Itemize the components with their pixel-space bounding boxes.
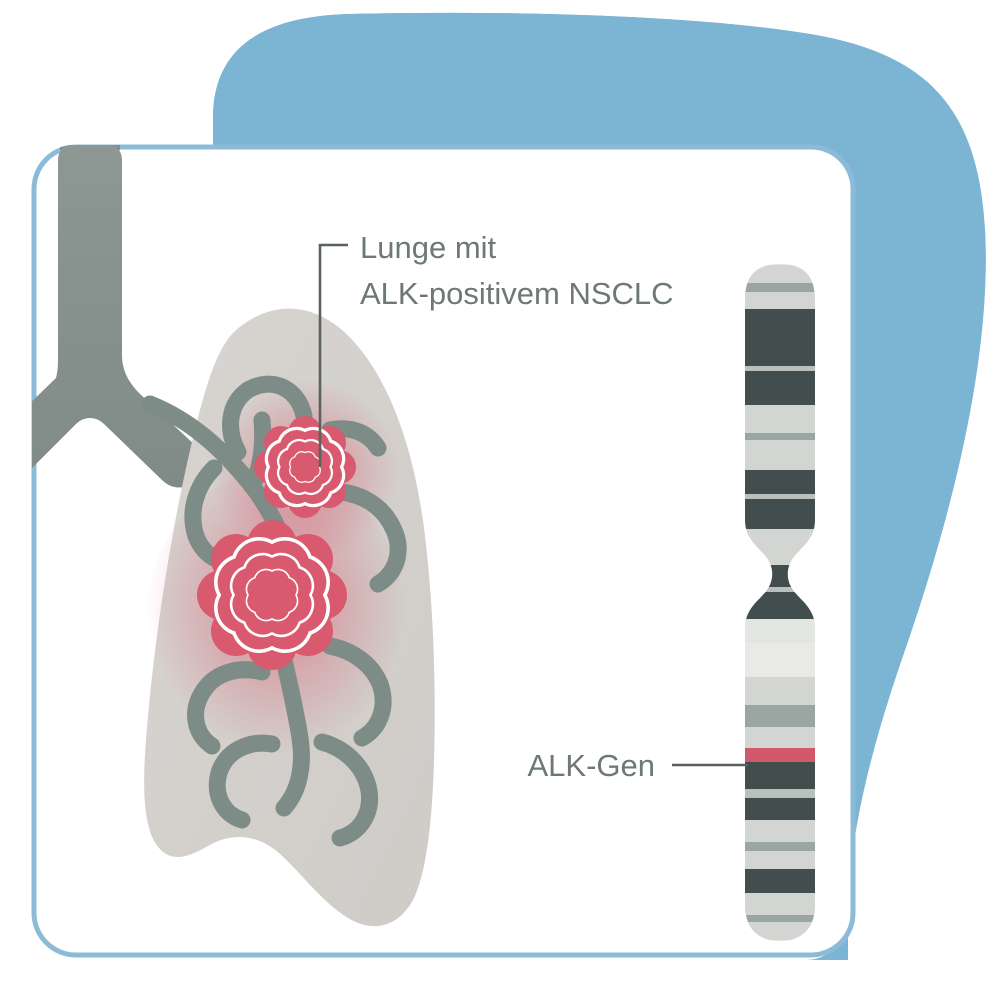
tumor-nodule-upper [254, 416, 356, 518]
chromosome-band [745, 366, 815, 371]
tumor-nodule-lower [197, 520, 347, 670]
chromosome-band [745, 922, 815, 940]
chromosome-band [745, 587, 815, 592]
trachea [32, 145, 204, 488]
chromosome-band [745, 798, 815, 820]
chromosome-bands [745, 264, 815, 941]
label-lung-line2: ALK-positivem NSCLC [360, 276, 674, 311]
label-alk-gene: ALK-Gen [527, 748, 655, 783]
label-lung-line1: Lunge mit [360, 230, 497, 265]
chromosome-band [745, 820, 815, 842]
chromosome-band [745, 371, 815, 405]
leader-line-lung [318, 243, 348, 467]
chromosome-band [745, 759, 815, 789]
chromosome-band [745, 405, 815, 433]
chromosome-band [745, 677, 815, 705]
chromosome-band [745, 440, 815, 470]
chromosome-band [745, 869, 815, 893]
chromosome-band [745, 893, 815, 915]
chromosome-band [745, 499, 815, 529]
leader-lines [318, 243, 748, 767]
chromosome-band [745, 470, 815, 494]
chromosome-band [745, 292, 815, 309]
chromosome-band [745, 494, 815, 499]
chromosome-band [745, 789, 815, 798]
chromosome-band [745, 851, 815, 869]
chromosome-band [745, 433, 815, 440]
chromosome-band [745, 842, 815, 851]
chromosome-band [745, 643, 815, 677]
alk-gene-band [745, 748, 815, 762]
background-blob [213, 12, 986, 960]
chromosome [745, 264, 815, 941]
chromosome-band [745, 619, 815, 643]
chromosome-band [745, 705, 815, 727]
chromosome-band [745, 283, 815, 292]
chromosome-band [745, 309, 815, 366]
chromosome-band [745, 265, 815, 283]
chromosome-band [745, 915, 815, 922]
